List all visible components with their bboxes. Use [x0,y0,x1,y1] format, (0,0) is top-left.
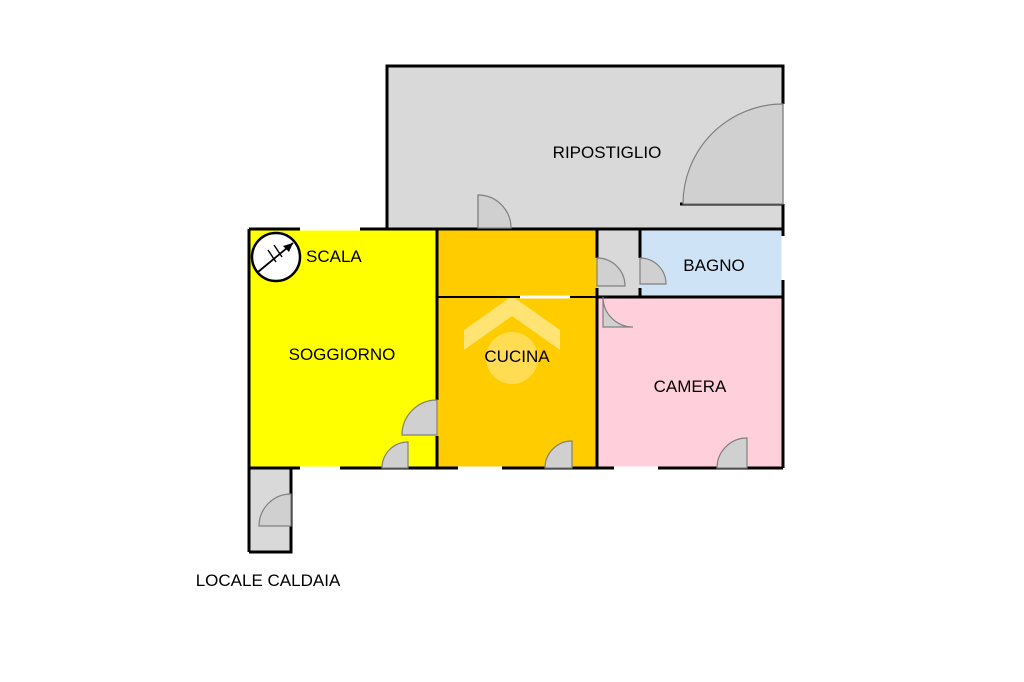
door-disimpegno [596,257,626,287]
room-cucina [437,229,597,468]
label-soggiorno: SOGGIORNO [289,345,396,364]
door-camera [602,296,634,328]
room-camera [597,297,782,468]
door-locale-caldaia [258,493,292,527]
label-cucina: CUCINA [484,347,550,366]
door-cucina-exterior [544,440,573,469]
door-ripostiglio-large [682,103,784,205]
label-ripostiglio: RIPOSTIGLIO [553,143,662,162]
label-locale-caldaia: LOCALE CALDAIA [196,571,341,590]
door-ripostiglio-small [477,194,512,229]
stair-compass-icon [250,231,302,283]
door-soggiorno-cucina [401,399,438,436]
label-scala: SCALA [306,247,362,266]
doors [258,103,784,527]
door-bagno [639,257,667,285]
label-camera: CAMERA [654,377,727,396]
watermark-logo-icon [464,296,560,384]
room-bagno [640,229,782,297]
door-camera-exterior [716,437,748,469]
label-bagno: BAGNO [683,256,744,275]
door-soggiorno-exterior [381,441,409,469]
windows [300,227,785,470]
